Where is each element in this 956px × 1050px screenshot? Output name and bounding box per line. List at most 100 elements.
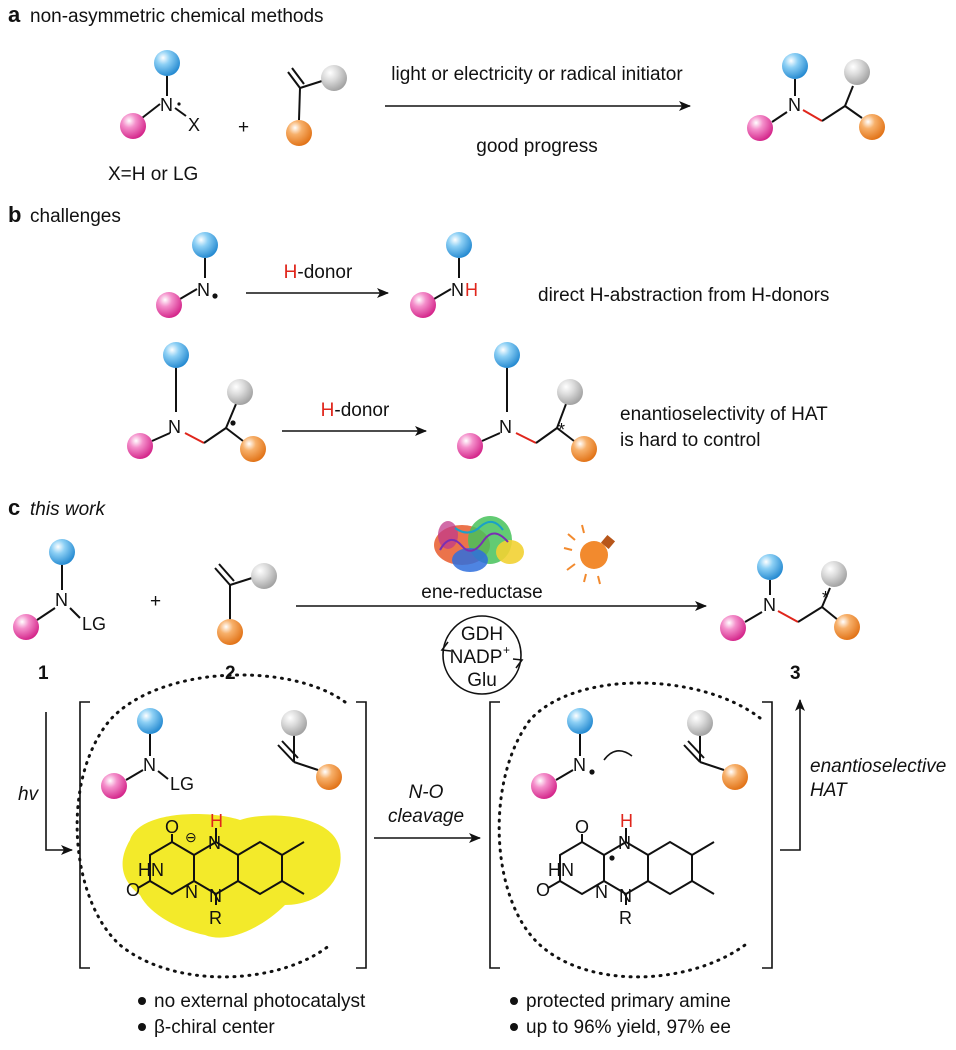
compound-3-label: 3 [790, 663, 801, 684]
left-complex-substrates: N LG [101, 708, 342, 799]
stereocenter-star: * [558, 420, 565, 440]
orange-substituent-ball [286, 120, 312, 146]
challenge-note-2-line1: enantioselectivity of HAT [620, 404, 828, 425]
h-donor-label-2: H-donor [321, 400, 390, 421]
amine-reagent: N X [120, 50, 200, 139]
panel-a: a non-asymmetric chemical methods N X X=… [8, 2, 885, 185]
left-lg: LG [170, 774, 194, 794]
leaving-group-x: X [188, 115, 200, 135]
left-bracket-open [79, 701, 90, 969]
cofactor-recycling-cycle: GDH NADP + Glu [440, 615, 524, 695]
right-complex-substrates: N [531, 708, 748, 799]
flavin-h: H [210, 811, 223, 831]
flavin-hn: HN [138, 860, 164, 880]
blue-substituent-ball [154, 50, 180, 76]
panel-b-title: challenges [30, 206, 121, 227]
product3-stereocenter: * [822, 588, 829, 608]
reagent-2 [214, 563, 277, 645]
cycle-nadp: NADP [450, 647, 503, 668]
flavin-n1: N [185, 882, 198, 902]
cycle-glu: Glu [467, 670, 497, 691]
flavin-minus: ⊖ [185, 829, 197, 845]
semiquinone-h: H [620, 811, 633, 831]
intermediate-nitrogen: N [168, 417, 181, 437]
reagent-1: N LG [13, 539, 106, 640]
left-bracket-close [356, 701, 367, 969]
cleavage-label-2: cleavage [388, 806, 464, 827]
semiquinone-hn: HN [548, 860, 574, 880]
bullet-yield-ee: up to 96% yield, 97% ee [526, 1017, 731, 1038]
gray-substituent-ball [321, 65, 347, 91]
hat-label-1: enantioselective [810, 756, 946, 777]
pink-substituent-ball [120, 113, 146, 139]
flavin-o4: O [165, 817, 179, 837]
hv-label: hv [18, 784, 40, 805]
right-bracket-close [762, 701, 773, 969]
left-n: N [143, 755, 156, 775]
compound-1-label: 1 [38, 663, 49, 684]
arrow-bottom-label: good progress [476, 136, 597, 157]
semiquinone-o4: O [575, 817, 589, 837]
bullets-right: protected primary amine up to 96% yield,… [510, 991, 731, 1038]
product3-nitrogen: N [763, 595, 776, 615]
reduced-flavin-highlighted: H N ⊖ HN O O N N R [122, 811, 341, 938]
radical-addition-half-arrow [603, 750, 633, 761]
semiquinone-o2: O [536, 880, 550, 900]
panel-c: c this work N LG 1 + 2 [8, 495, 946, 1038]
nitrogen-atom: N [160, 95, 173, 115]
alkene-reagent [286, 65, 347, 146]
carbon-radical-intermediate: N [127, 342, 266, 462]
left-enzyme-pocket [75, 673, 347, 979]
bullet-beta-chiral: β-chiral center [154, 1017, 275, 1038]
plus-sign-c: + [150, 591, 161, 612]
semiquinone-n5: N [618, 833, 631, 853]
challenge-note-1: direct H-abstraction from H-donors [538, 285, 829, 306]
panel-c-letter: c [8, 495, 20, 520]
amine-hydrogen: H [465, 280, 478, 300]
panel-a-title: non-asymmetric chemical methods [30, 6, 324, 27]
reagent1-nitrogen: N [55, 590, 68, 610]
semiquinone-n10: N [619, 886, 632, 906]
semiquinone-r: R [619, 908, 632, 928]
h-donor-label-1: H-donor [284, 262, 353, 283]
bullets-left: no external photocatalyst β-chiral cente… [138, 991, 366, 1038]
flavin-r: R [209, 908, 222, 928]
flavin-n5: N [208, 833, 221, 853]
bullet-no-photocatalyst: no external photocatalyst [154, 991, 366, 1012]
panel-b: b challenges N H-donor N H direct H-abst… [8, 202, 829, 462]
reagent1-leaving-group: LG [82, 614, 106, 634]
x-definition: X=H or LG [108, 164, 198, 185]
cycle-gdh: GDH [461, 624, 503, 645]
challenge-note-2-line2: is hard to control [620, 430, 760, 451]
product-nitrogen: N [788, 95, 801, 115]
aminyl-radical: N [156, 232, 218, 318]
flavin-n10: N [209, 886, 222, 906]
product-nitrogen-b: N [499, 417, 512, 437]
bullet-protected-amine: protected primary amine [526, 991, 731, 1012]
compound-2-label: 2 [225, 663, 236, 684]
hat-label-2: HAT [810, 780, 848, 801]
flavin-o2: O [126, 880, 140, 900]
hat-arrow [780, 699, 805, 851]
plus-sign: + [238, 117, 249, 138]
panel-a-letter: a [8, 2, 21, 27]
radical-nitrogen: N [197, 280, 210, 300]
cycle-nadp-charge: + [503, 643, 510, 657]
enzyme-label: ene-reductase [421, 582, 542, 603]
carbon-radical-dot [230, 420, 236, 426]
semiquinone-n1: N [595, 882, 608, 902]
ene-reductase-protein-image [434, 516, 524, 572]
right-bracket-open [489, 701, 500, 969]
hv-arrow [45, 712, 73, 855]
light-bulb-icon [563, 524, 616, 585]
flavin-semiquinone: H N HN O O N N R [536, 811, 715, 928]
amine-nitrogen: N [451, 280, 464, 300]
right-n: N [573, 755, 586, 775]
radical-dot [212, 293, 218, 299]
product-3: N * [720, 554, 860, 641]
arrow-top-label: light or electricity or radical initiato… [391, 64, 683, 85]
panel-b-letter: b [8, 202, 21, 227]
primary-amine-product: N H [410, 232, 478, 318]
panel-c-title: this work [30, 499, 106, 520]
